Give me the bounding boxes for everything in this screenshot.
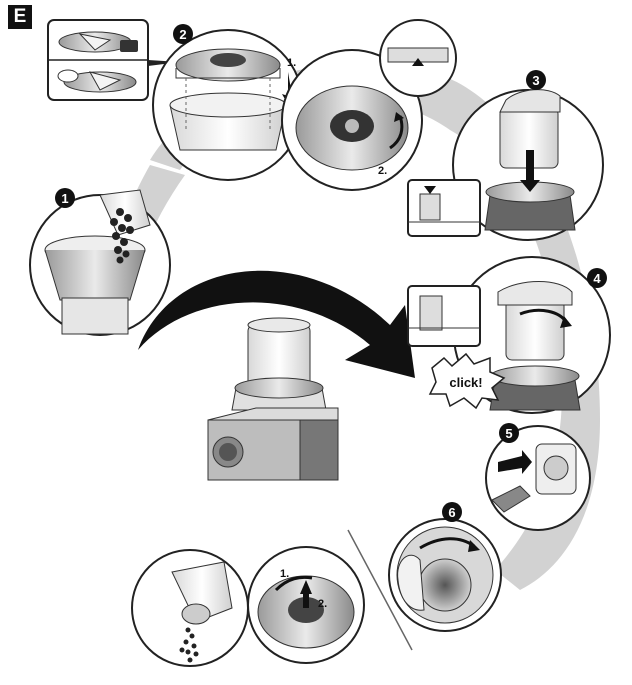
step4-click-burst: click! (428, 352, 506, 410)
remove-lid-circle: 1. 2. (247, 546, 365, 664)
svg-text:1.: 1. (287, 57, 296, 69)
svg-text:6: 6 (448, 505, 455, 520)
black-curved-arrow (138, 270, 415, 378)
appliance (207, 317, 339, 481)
pour-out-circle (131, 549, 249, 667)
svg-text:5: 5 (505, 426, 512, 441)
step6-badge: 6 (442, 502, 462, 522)
svg-text:1: 1 (61, 191, 68, 206)
step6-circle (388, 518, 502, 632)
step2-circle: 1. (152, 29, 304, 181)
step4-badge: 4 (587, 268, 607, 288)
step3-badge: 3 (526, 70, 546, 90)
svg-text:3: 3 (532, 73, 539, 88)
svg-text:1.: 1. (280, 568, 289, 580)
step2b-circle: 2. (281, 49, 423, 191)
step4-inset (407, 285, 481, 347)
svg-text:4: 4 (593, 271, 601, 286)
step2b-zoom-inset (379, 19, 457, 97)
step1-circle (29, 189, 171, 336)
step3-circle (452, 89, 604, 241)
divider-line (347, 529, 413, 651)
svg-text:2: 2 (179, 27, 186, 42)
step5-badge: 5 (499, 423, 519, 443)
svg-text:click!: click! (449, 375, 482, 390)
svg-text:2.: 2. (378, 165, 387, 177)
step2-badge: 2 (173, 24, 193, 44)
section-label: E (8, 5, 32, 29)
step5-circle (485, 425, 591, 531)
svg-text:2.: 2. (318, 598, 327, 610)
step1-badge: 1 (55, 188, 75, 208)
step2-inset-blades (47, 19, 180, 101)
step3-inset (407, 179, 481, 237)
